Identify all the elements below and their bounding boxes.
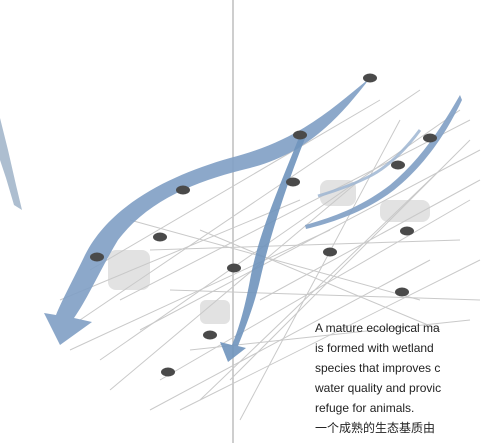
caption-line: is formed with wetland — [315, 341, 434, 355]
network-node — [153, 232, 167, 242]
fiber-line — [89, 99, 381, 271]
fiber-line — [199, 229, 441, 331]
network-node — [323, 247, 337, 257]
caption-line: refuge for animals. — [315, 401, 415, 415]
caption-line: water quality and provic — [315, 381, 442, 395]
network-node — [203, 330, 217, 340]
fiber-line — [229, 139, 471, 381]
fiber-line — [109, 179, 361, 391]
network-node — [400, 226, 414, 236]
fiber-line — [239, 119, 401, 421]
network-node — [293, 130, 307, 140]
fiber-line — [79, 89, 421, 321]
caption-line: 一个成熟的生态基质由 — [315, 421, 436, 435]
fiber-line — [149, 239, 461, 251]
network-node — [363, 73, 377, 83]
node-layer — [90, 73, 437, 377]
fiber-line — [69, 229, 331, 351]
network-node — [423, 133, 437, 143]
network-node — [227, 263, 241, 273]
flow-arrow-down — [220, 135, 306, 362]
fiber-line — [139, 149, 481, 331]
cropped-fragment-shape — [0, 118, 22, 210]
flow-arrow-left — [44, 78, 370, 345]
caption-line: species that improves c — [315, 361, 441, 375]
caption-line: A mature ecological ma — [315, 321, 440, 335]
fiber-line — [259, 179, 481, 301]
fiber-line — [149, 259, 431, 411]
network-node — [286, 177, 300, 187]
caption: A mature ecological ma is formed with we… — [315, 318, 488, 438]
network-node — [90, 252, 104, 262]
fiber-line — [129, 219, 421, 301]
fiber-line — [119, 119, 471, 301]
network-node — [391, 160, 405, 170]
fiber-line — [169, 289, 481, 301]
fiber-line — [59, 199, 301, 301]
flow-ribbon-right-thin — [317, 129, 422, 198]
network-node — [395, 287, 409, 297]
network-node — [161, 367, 175, 377]
network-node — [176, 185, 190, 195]
